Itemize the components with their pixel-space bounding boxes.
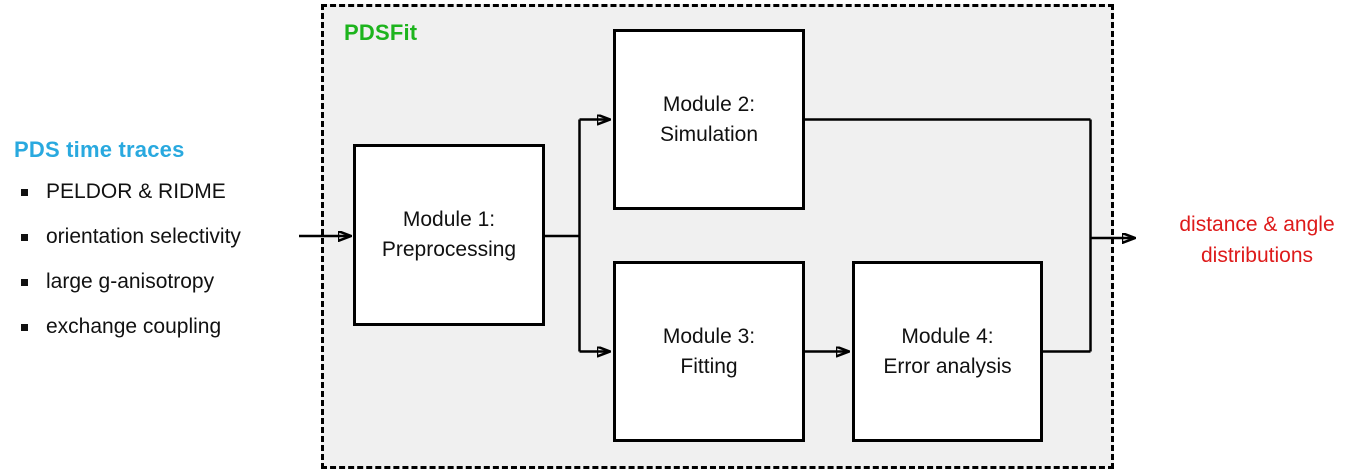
output-line: distance & angle [1179,213,1335,236]
module-box-error-analysis: Module 4: Error analysis [852,261,1043,442]
input-item-label: large g-anisotropy [46,270,215,293]
bullet-square-icon [21,278,28,286]
bullet-square-icon [21,323,28,331]
module-box-simulation: Module 2: Simulation [613,29,805,210]
bullet-square-icon [21,188,28,196]
module-subtitle: Preprocessing [381,238,517,261]
pdsfit-title: PDSFit [344,20,418,45]
list-item: large g-anisotropy [14,270,304,294]
input-item-label: orientation selectivity [46,225,241,248]
input-item-label: exchange coupling [46,315,222,338]
list-item: orientation selectivity [14,225,304,249]
list-item: PELDOR & RIDME [14,180,304,204]
module-subtitle: Fitting [680,354,738,378]
input-traces-block: PDS time traces PELDOR & RIDME orientati… [14,137,304,360]
module-box-preprocessing: Module 1: Preprocessing [353,144,545,326]
input-list: PELDOR & RIDME orientation selectivity l… [14,180,304,339]
output-distributions-label: distance & angle distributions [1152,209,1362,271]
list-item: exchange coupling [14,315,304,339]
module-title: Module 4: [901,324,994,348]
module-title: Module 3: [662,324,756,348]
output-line: distributions [1200,244,1314,267]
input-item-label: PELDOR & RIDME [46,180,226,203]
module-box-fitting: Module 3: Fitting [613,261,805,442]
module-subtitle: Error analysis [883,354,1012,378]
module-title: Module 1: [402,208,496,231]
module-title: Module 2: [662,92,756,116]
module-subtitle: Simulation [659,122,759,146]
bullet-square-icon [21,233,28,241]
input-heading: PDS time traces [14,137,185,162]
